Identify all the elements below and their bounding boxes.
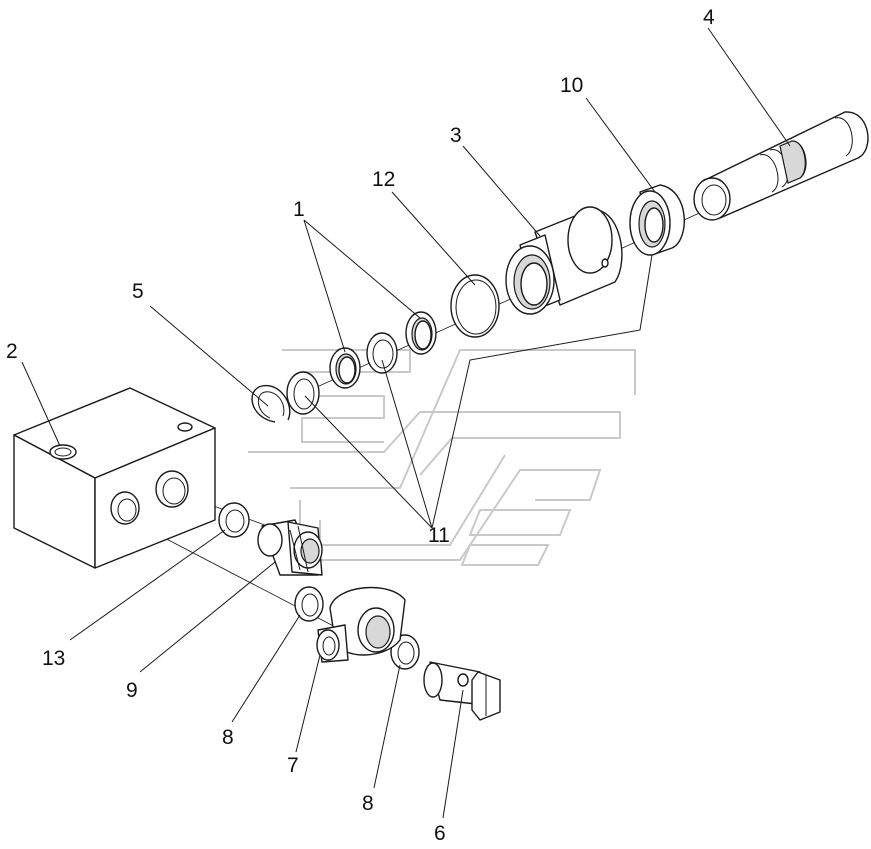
callout-8-upper: 8	[222, 726, 234, 749]
callout-12: 12	[372, 168, 395, 191]
callout-labels: 1 2 3 4 5 6 7 8 8 9 10 11 12 13	[6, 6, 715, 845]
part-11-seal-ring-a	[286, 371, 320, 415]
part-10-bushing	[629, 184, 685, 256]
part-11-seal-ring-b	[366, 332, 398, 374]
part-6-banjo-bolt	[423, 661, 501, 721]
part-1-ring-b	[405, 311, 437, 355]
leader-lines	[21, 27, 791, 819]
callout-6: 6	[434, 822, 446, 845]
callout-2: 2	[6, 340, 18, 363]
part-1-ring-a	[329, 347, 361, 389]
callout-5: 5	[132, 280, 144, 303]
part-8-washer-a	[294, 586, 324, 622]
callout-9: 9	[126, 679, 138, 702]
part-13-washer	[218, 502, 250, 538]
part-12-thin-ring	[450, 274, 500, 338]
callout-13: 13	[42, 647, 65, 670]
part-5-retaining-ring	[251, 384, 291, 423]
part-4-shaft	[693, 111, 869, 221]
part-9-fitting	[257, 519, 323, 576]
part-2-valve-block	[13, 387, 216, 569]
callout-1: 1	[293, 198, 305, 221]
callout-4: 4	[703, 6, 715, 29]
callout-7: 7	[287, 754, 299, 777]
callout-11: 11	[428, 524, 450, 547]
part-7-banjo-fitting	[316, 586, 406, 663]
part-3-sleeve	[505, 206, 623, 315]
callout-3: 3	[450, 124, 462, 147]
part-8-washer-b	[390, 634, 420, 670]
callout-8-lower: 8	[362, 792, 374, 815]
callout-10: 10	[560, 74, 583, 97]
